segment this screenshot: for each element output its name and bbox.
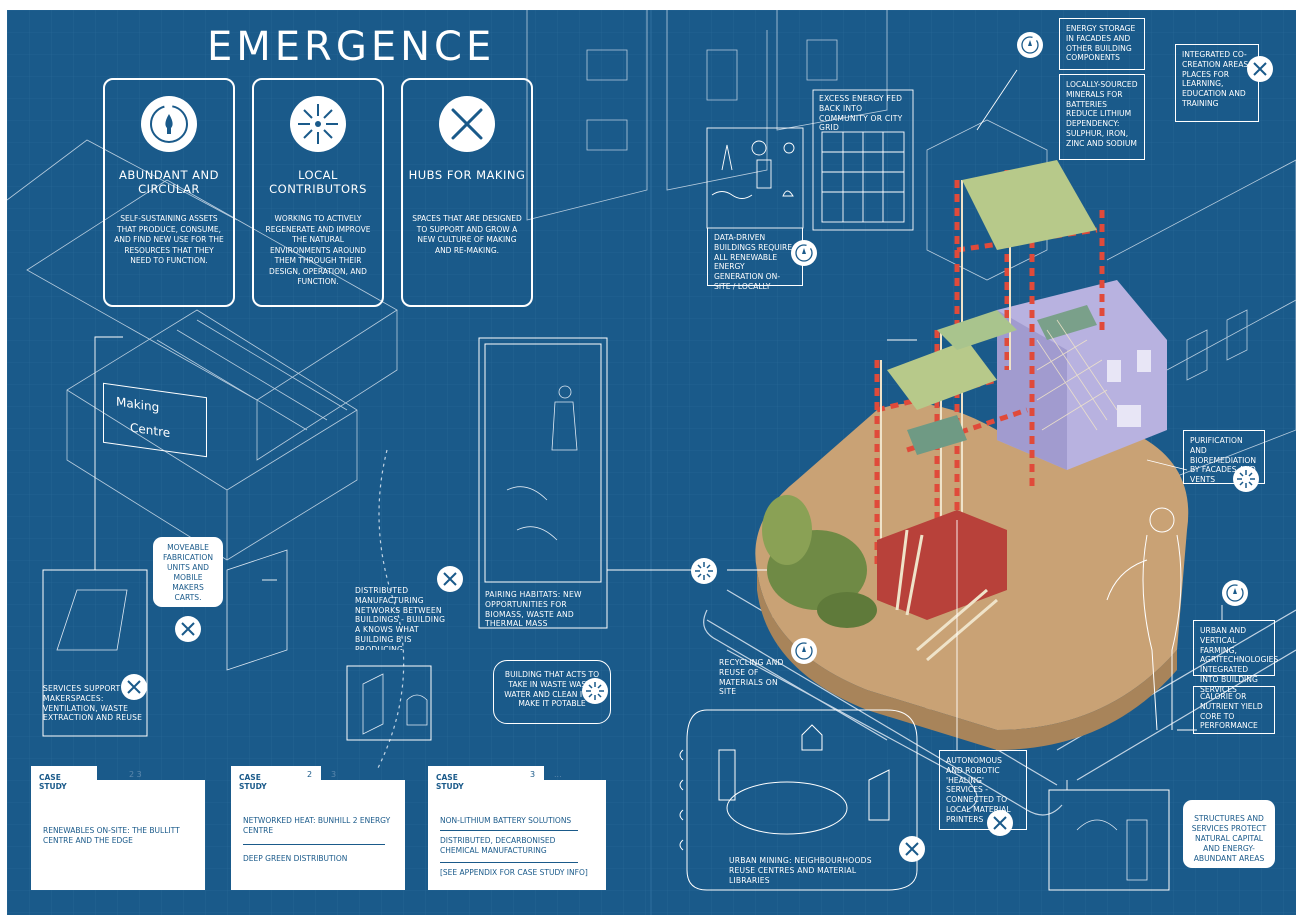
energy-storage-label: ENERGY STORAGE IN FACADES AND OTHER BUIL… bbox=[1059, 18, 1145, 70]
case-study-other-numbers: 3 bbox=[331, 770, 337, 779]
data-driven-label: DATA-DRIVEN BUILDINGS REQUIRE ALL RENEWA… bbox=[707, 228, 803, 291]
case-study-number: 2 bbox=[307, 770, 313, 779]
case-study-label: CASE STUDY bbox=[436, 773, 464, 791]
appendix-note[interactable]: [SEE APPENDIX FOR CASE STUDY INFO] bbox=[440, 868, 588, 877]
inward-arrows-icon bbox=[290, 96, 346, 152]
tree-cycle-icon bbox=[791, 240, 817, 266]
case-study-card-2[interactable]: CASE STUDY 2 3 NETWORKED HEAT: BUNHILL 2… bbox=[231, 766, 405, 890]
case-study-item: RENEWABLES ON-SITE: THE BULLITT CENTRE A… bbox=[43, 826, 180, 845]
case-study-card-1[interactable]: CASE STUDY 1 2 3 RENEWABLES ON-SITE: THE… bbox=[31, 766, 205, 890]
case-study-item: NON-LITHIUM BATTERY SOLUTIONS bbox=[440, 816, 572, 825]
card-abundant-circular: ABUNDANT AND CIRCULAR SELF-SUSTAINING AS… bbox=[103, 78, 235, 307]
case-study-item: DEEP GREEN DISTRIBUTION bbox=[243, 854, 348, 863]
inward-arrows-icon bbox=[1233, 466, 1259, 492]
pencil-ruler-icon bbox=[437, 566, 463, 592]
purification-label: PURIFICATION AND BIOREMEDIATION BY FACAD… bbox=[1183, 430, 1265, 484]
case-study-label: CASE STUDY bbox=[39, 773, 67, 791]
case-study-other-numbers: 2 3 bbox=[129, 770, 142, 779]
cocreation-label: INTEGRATED CO-CREATION AREAS, PLACES FOR… bbox=[1175, 44, 1259, 122]
case-study-card-3[interactable]: CASE STUDY 3 ... NON-LITHIUM BATTERY SOL… bbox=[428, 766, 606, 890]
card-title: HUBS FOR MAKING bbox=[408, 168, 526, 182]
excess-energy-label: EXCESS ENERGY FED BACK INTO COMMUNITY OR… bbox=[819, 94, 903, 133]
inward-arrows-icon bbox=[691, 558, 717, 584]
minerals-label: LOCALLY-SOURCED MINERALS FOR BATTERIES R… bbox=[1059, 74, 1145, 160]
waste-water-label: BUILDING THAT ACTS TO TAKE IN WASTE WAST… bbox=[493, 660, 611, 724]
services-support-label: SERVICES SUPPORT MAKERSPACES: VENTILATIO… bbox=[43, 684, 143, 723]
card-title: LOCAL CONTRIBUTORS bbox=[269, 168, 367, 196]
urban-farming-label: URBAN AND VERTICAL FARMING, AGRITECHNOLO… bbox=[1193, 620, 1278, 694]
case-study-number: 1 bbox=[103, 770, 109, 779]
page-title: EMERGENCE bbox=[207, 24, 496, 70]
card-hubs-for-making: HUBS FOR MAKING SPACES THAT ARE DESIGNED… bbox=[401, 78, 533, 307]
pencil-ruler-icon bbox=[121, 674, 147, 700]
case-study-number: 3 bbox=[530, 770, 536, 779]
pencil-ruler-icon bbox=[987, 810, 1013, 836]
pencil-ruler-icon bbox=[899, 836, 925, 862]
tree-cycle-icon bbox=[141, 96, 197, 152]
case-study-item: NETWORKED HEAT: BUNHILL 2 ENERGY CENTRE bbox=[243, 816, 391, 835]
pairing-habitats-label: PAIRING HABITATS: NEW OPPORTUNITIES FOR … bbox=[485, 590, 582, 629]
distributed-manufacturing-label: DISTRIBUTED MANUFACTURING NETWORKS BETWE… bbox=[355, 586, 446, 650]
tree-cycle-icon bbox=[791, 638, 817, 664]
pencil-ruler-icon bbox=[1247, 56, 1273, 82]
inward-arrows-icon bbox=[582, 678, 608, 704]
divider bbox=[243, 844, 385, 845]
urban-mining-label: URBAN MINING: NEIGHBOURHOODS REUSE CENTR… bbox=[729, 856, 872, 885]
autonomous-services-label: AUTONOMOUS AND ROBOTIC 'HEALING' SERVICE… bbox=[939, 750, 1027, 830]
divider bbox=[440, 830, 578, 831]
background-illustration bbox=[7, 10, 1296, 915]
divider bbox=[440, 862, 578, 863]
card-title: ABUNDANT AND CIRCULAR bbox=[119, 168, 219, 196]
moveable-units-label: MOVEABLE FABRICATION UNITS AND MOBILE MA… bbox=[153, 537, 223, 607]
case-study-other-numbers: ... bbox=[554, 770, 562, 779]
card-description: SPACES THAT ARE DESIGNED TO SUPPORT AND … bbox=[412, 214, 522, 255]
pencil-ruler-icon bbox=[439, 96, 495, 152]
recycling-label: RECYCLING AND REUSE OF MATERIALS ON SITE bbox=[719, 658, 784, 697]
card-local-contributors: LOCAL CONTRIBUTORS WORKING TO ACTIVELY R… bbox=[252, 78, 384, 307]
poster: EMERGENCE ABUNDANT AND CIRCULAR SELF-SUS… bbox=[7, 10, 1296, 915]
calorie-label: CALORIE OR NUTRIENT YIELD CORE TO PERFOR… bbox=[1193, 686, 1275, 734]
tree-cycle-icon bbox=[1222, 580, 1248, 606]
card-description: SELF-SUSTAINING ASSETS THAT PRODUCE, CON… bbox=[114, 214, 224, 265]
structures-label: STRUCTURES AND SERVICES PROTECT NATURAL … bbox=[1183, 800, 1275, 868]
case-study-item: DISTRIBUTED, DECARBONISED CHEMICAL MANUF… bbox=[440, 836, 556, 855]
tree-cycle-icon bbox=[1017, 32, 1043, 58]
case-study-label: CASE STUDY bbox=[239, 773, 267, 791]
pencil-ruler-icon bbox=[175, 616, 201, 642]
card-description: WORKING TO ACTIVELY REGENERATE AND IMPRO… bbox=[265, 214, 371, 286]
